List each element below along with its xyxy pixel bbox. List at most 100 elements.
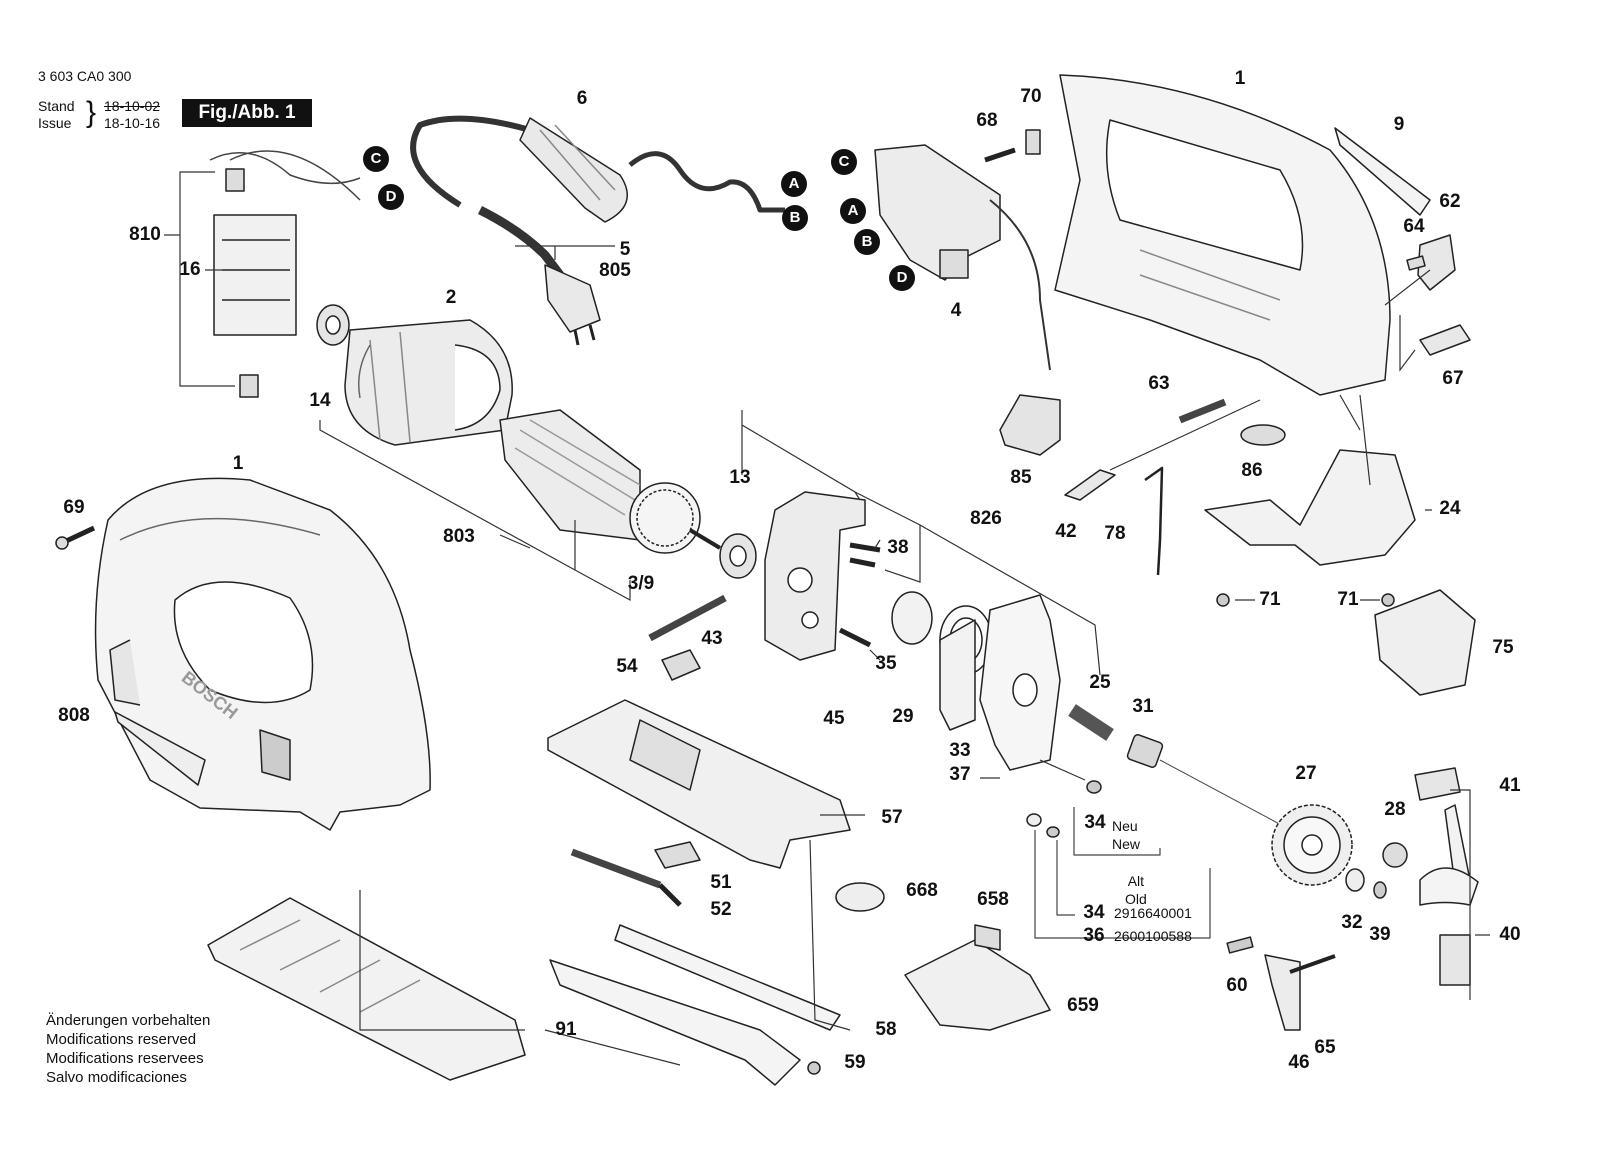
pin-65 — [1289, 954, 1336, 974]
callout-67: 67 — [1442, 368, 1464, 389]
callout-32: 32 — [1341, 912, 1363, 933]
armature-3-9 — [499, 409, 722, 554]
shoe-659 — [904, 924, 1051, 1031]
switch-4 — [874, 144, 1051, 371]
note-old: Old — [1125, 891, 1147, 907]
clip-70 — [1025, 129, 1041, 155]
connector-b-switch: B — [854, 229, 880, 255]
connector-c-left: C — [363, 146, 389, 172]
cover-75 — [1374, 589, 1476, 696]
callout-62: 62 — [1439, 191, 1461, 212]
callout-40: 40 — [1499, 924, 1521, 945]
new-part-note: Neu New — [1112, 817, 1140, 853]
callout-34-old: 34 — [1083, 902, 1105, 923]
spring-64 — [1406, 255, 1426, 271]
callout-36: 36 — [1083, 925, 1105, 946]
disclaimer-fr: Modifications reservees — [46, 1050, 204, 1067]
module-85 — [999, 394, 1061, 456]
washer-32 — [1345, 868, 1365, 892]
callout-1-right: 1 — [1234, 68, 1246, 89]
callout-810: 810 — [129, 224, 161, 245]
connector-a-switch: A — [840, 198, 866, 224]
grouping-brackets — [164, 171, 1490, 1066]
drawing-reference-code: 3 603 CA0 300 — [38, 68, 132, 84]
bearing-13 — [719, 533, 757, 579]
needle-bearing-31 — [1126, 734, 1164, 768]
stand-issue-dates: 18-10-02 18-10-16 — [104, 98, 160, 132]
connector-d-left: D — [378, 184, 404, 210]
issue-label: Issue — [38, 115, 72, 131]
callout-39: 39 — [1369, 924, 1391, 945]
callout-803: 803 — [443, 526, 475, 547]
disclaimer-es: Salvo modificaciones — [46, 1069, 187, 1086]
callout-45: 45 — [823, 708, 845, 729]
callout-42: 42 — [1055, 521, 1077, 542]
screw-71-right — [1381, 593, 1395, 607]
bushing-28 — [1382, 842, 1408, 868]
stand-label: Stand — [38, 98, 75, 114]
screw-68 — [984, 147, 1016, 163]
callout-33: 33 — [949, 740, 971, 761]
callout-668: 668 — [906, 880, 938, 901]
brace-glyph: } — [86, 96, 97, 129]
part-86 — [1240, 424, 1286, 446]
callout-68: 68 — [976, 110, 998, 131]
callout-826: 826 — [970, 508, 1002, 529]
callout-51: 51 — [710, 872, 732, 893]
callout-75: 75 — [1492, 637, 1514, 658]
note-neu: Neu — [1112, 818, 1138, 834]
callout-37: 37 — [949, 764, 971, 785]
housing-right-shell — [1054, 74, 1391, 396]
issue-date: 18-10-16 — [104, 115, 161, 131]
callout-5: 5 — [619, 239, 631, 260]
plunger-40 — [1419, 804, 1479, 986]
callout-25: 25 — [1089, 672, 1111, 693]
callout-14: 14 — [309, 390, 331, 411]
callout-805: 805 — [599, 260, 631, 281]
plate-37 — [979, 594, 1061, 771]
screw-71-left — [1216, 593, 1230, 607]
callout-6: 6 — [576, 88, 588, 109]
part-808-insert — [114, 711, 206, 786]
figure-badge: Fig./Abb. 1 — [182, 99, 312, 127]
callout-43: 43 — [701, 628, 723, 649]
old-part-number-36: 2600100588 — [1114, 928, 1192, 944]
callout-71-right: 71 — [1337, 589, 1359, 610]
callout-28: 28 — [1384, 799, 1406, 820]
clip-39 — [1373, 881, 1387, 899]
cap-668 — [835, 882, 885, 912]
spring-wire-78 — [1144, 466, 1164, 576]
callout-63: 63 — [1148, 373, 1170, 394]
nut-54 — [661, 649, 701, 681]
gear-housing-38 — [764, 491, 881, 661]
callout-64: 64 — [1403, 216, 1425, 237]
connector-c-switch: C — [831, 149, 857, 175]
callout-3-9: 3/9 — [627, 573, 655, 594]
part-60 — [1226, 936, 1254, 954]
part-62 — [1417, 234, 1456, 291]
old-part-note: Alt Old — [1125, 872, 1147, 908]
plate-33 — [939, 619, 976, 731]
base-plate-58 — [549, 924, 841, 1086]
callout-91: 91 — [555, 1019, 577, 1040]
callout-29: 29 — [892, 706, 914, 727]
disclaimer-de: Änderungen vorbehalten — [46, 1012, 211, 1029]
stand-date: 18-10-02 — [104, 98, 161, 114]
callout-35: 35 — [875, 653, 897, 674]
callout-24: 24 — [1439, 498, 1461, 519]
callout-9: 9 — [1393, 114, 1405, 135]
callout-71-left: 71 — [1259, 589, 1281, 610]
connector-a-cord: A — [781, 171, 807, 197]
connector-b-cord: B — [782, 205, 808, 231]
old-part-number-34: 2916640001 — [1114, 905, 1192, 921]
callout-54: 54 — [616, 656, 638, 677]
callout-52: 52 — [710, 899, 732, 920]
cable-with-plug-805 — [477, 205, 601, 346]
callout-2: 2 — [445, 287, 457, 308]
bearing-14 — [316, 304, 350, 346]
callout-658: 658 — [977, 889, 1009, 910]
callout-4: 4 — [950, 300, 962, 321]
lever-42 — [1064, 469, 1116, 501]
nut-51 — [654, 841, 701, 869]
